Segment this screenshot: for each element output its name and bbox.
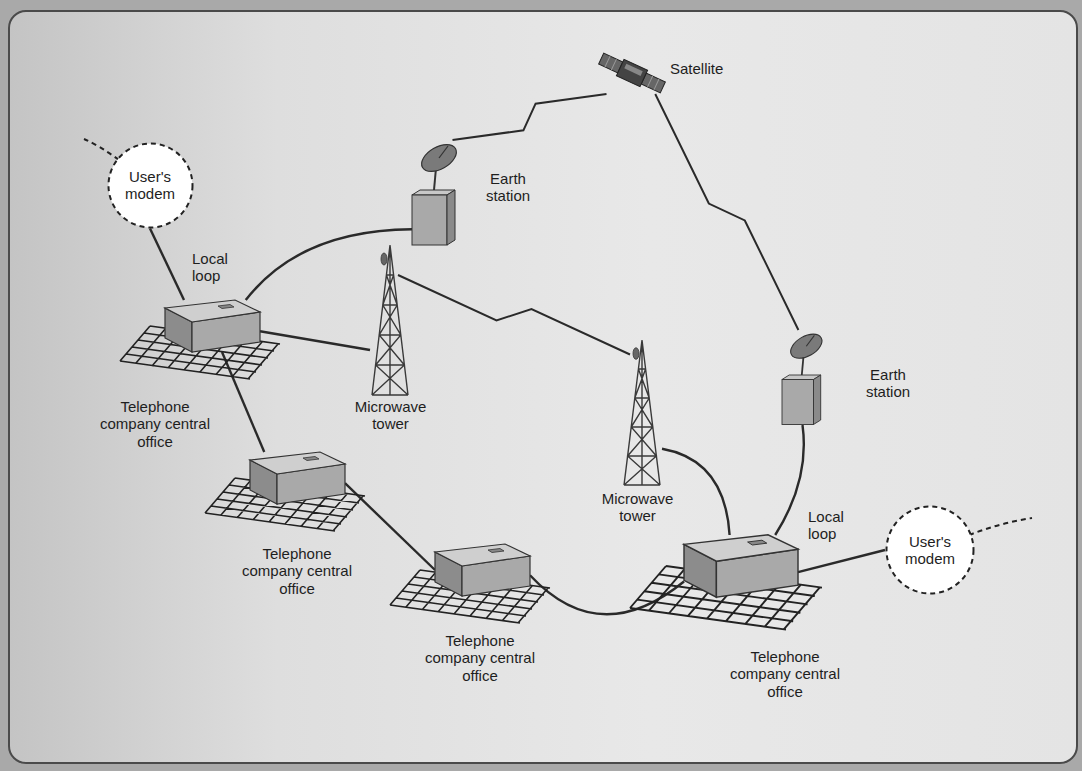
satellite-icon-part <box>624 64 642 76</box>
satellite-icon <box>597 50 666 95</box>
device-label: Microwave tower <box>590 490 685 525</box>
device-label: Satellite <box>670 60 755 77</box>
modem-circle: User's modem <box>107 142 194 229</box>
radio-link <box>398 275 630 355</box>
tower-node: Microwave tower <box>370 245 410 395</box>
modem-outline-circle <box>887 507 974 594</box>
device-label: Telephone company central office <box>725 648 845 700</box>
modem-circle: User's modem <box>885 505 975 595</box>
modem-label: User's modem <box>116 168 184 203</box>
device-label: Telephone company central office <box>95 398 215 450</box>
earth-station-node: Earth station <box>782 330 823 425</box>
central-office-icon <box>120 300 280 379</box>
earth-station-icon <box>782 329 826 424</box>
dashed-lead <box>969 518 1032 535</box>
satellite-node: Satellite <box>600 52 665 94</box>
device-label: Microwave tower <box>343 398 438 433</box>
earth-station-icon <box>412 139 461 245</box>
central-office-icon <box>630 535 822 630</box>
central-office-node: Telephone company central office <box>250 452 345 504</box>
edge-label: Local loop <box>808 508 860 543</box>
earth-station-node: Earth station <box>412 140 457 245</box>
cable-line <box>150 229 184 301</box>
cable-line <box>345 483 435 570</box>
cable-line <box>798 550 885 572</box>
central-office-node: Telephone company central office <box>435 544 530 596</box>
dashed-lead <box>84 139 119 160</box>
radio-link <box>453 94 607 140</box>
cable-line <box>260 331 370 350</box>
satellite-icon-part <box>605 56 659 90</box>
modem-outline-circle <box>108 143 192 227</box>
satellite-icon-part <box>616 59 647 86</box>
photo-frame <box>8 10 1078 764</box>
device-label: Telephone company central office <box>420 632 540 684</box>
device-label: Earth station <box>848 366 928 401</box>
radio-link <box>655 94 798 330</box>
tower-icon <box>624 340 660 485</box>
tower-node: Microwave tower <box>622 340 662 485</box>
edge-label: Local loop <box>192 250 244 285</box>
central-office-icon <box>205 452 365 531</box>
central-office-node: Telephone company central office <box>684 535 798 597</box>
central-office-icon <box>390 544 550 623</box>
modem-label: User's modem <box>894 533 966 568</box>
tower-icon <box>372 245 408 395</box>
device-label: Telephone company central office <box>237 545 357 597</box>
device-label: Earth station <box>468 170 548 205</box>
cable-line <box>530 575 684 614</box>
central-office-node: Telephone company central office <box>165 300 260 352</box>
cable-line <box>775 425 804 535</box>
